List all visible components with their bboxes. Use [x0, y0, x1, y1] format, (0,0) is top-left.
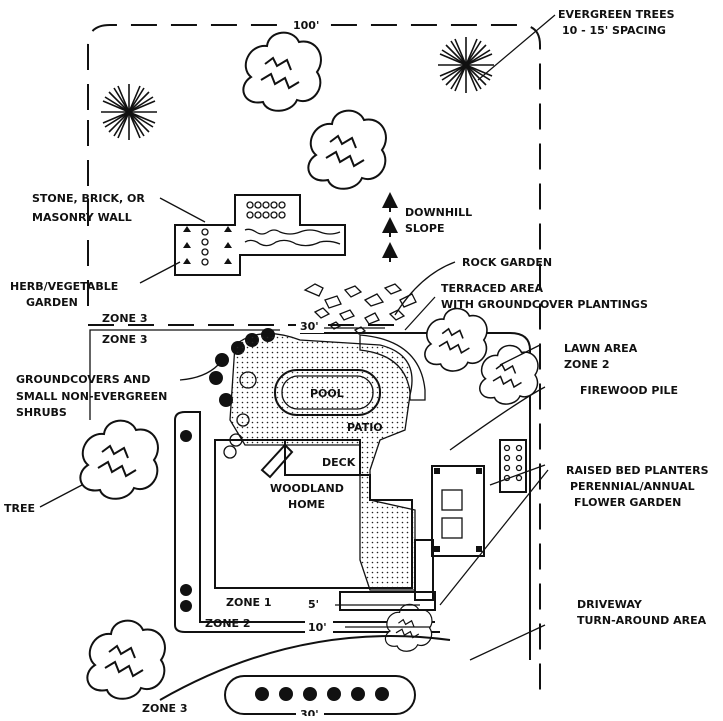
terraced-label-1: TERRACED AREA: [441, 282, 544, 295]
dim-30-bottom-label: 30': [300, 708, 319, 716]
deck: [284, 439, 361, 476]
downhill-label-2: SLOPE: [405, 222, 444, 235]
herb-label-1: HERB/VEGETABLE: [10, 280, 118, 293]
raised-bed-planters: [339, 465, 485, 611]
wall-label-2: MASONRY WALL: [32, 211, 132, 224]
herb-label-2: GARDEN: [26, 296, 78, 309]
evergreen-label-2: 10 - 15' SPACING: [562, 24, 666, 37]
home-label-1: WOODLAND: [270, 482, 344, 495]
groundcover-label-2: SMALL NON-EVERGREEN: [16, 390, 167, 403]
deck-label: DECK: [322, 456, 356, 469]
groundcover-label-3: SHRUBS: [16, 406, 67, 419]
tree-left: [79, 419, 159, 500]
groundcover-label-1: GROUNDCOVERS AND: [16, 373, 150, 386]
tree-bottom-left: [86, 619, 166, 700]
rock-garden-label: ROCK GARDEN: [462, 256, 552, 269]
raised-bed-label-3: FLOWER GARDEN: [574, 496, 681, 509]
raised-bed-label-1: RAISED BED PLANTERS: [566, 464, 709, 477]
dim-10-label: 10': [308, 621, 327, 634]
firewood-label: FIREWOOD PILE: [580, 384, 678, 397]
herb-vegetable-garden: [174, 194, 346, 276]
lawn-label-2: ZONE 2: [564, 358, 610, 371]
tree-bottom-right: [384, 603, 433, 652]
tree-mid: [307, 109, 387, 190]
zone1-boundary: [174, 411, 435, 623]
patio-label: PATIO: [347, 421, 383, 434]
evergreen-label-1: EVERGREEN TREES: [558, 8, 675, 21]
downhill-label-1: DOWNHILL: [405, 206, 472, 219]
wall-label-1: STONE, BRICK, OR: [32, 192, 145, 205]
raised-bed-label-2: PERENNIAL/ANNUAL: [570, 480, 695, 493]
lawn-label-1: LAWN AREA: [564, 342, 638, 355]
tree-top: [242, 31, 322, 112]
terraced-label-2: WITH GROUNDCOVER PLANTINGS: [441, 298, 648, 311]
zone1-label: ZONE 1: [226, 596, 272, 609]
dim-top-label: 100': [293, 19, 319, 32]
zone3-outer-label: ZONE 3: [102, 312, 148, 325]
pool: [274, 369, 381, 416]
dim-30-top-label: 30': [300, 320, 319, 333]
tree-label: TREE: [4, 502, 35, 515]
driveway: [159, 635, 451, 701]
tree-right-1: [424, 307, 488, 372]
zone3-bottom-label: ZONE 3: [142, 702, 188, 715]
leader-lines: [39, 14, 556, 661]
firewood-pile: [499, 439, 527, 493]
driveway-label-1: DRIVEWAY: [577, 598, 643, 611]
pool-label: POOL: [310, 387, 344, 400]
zone2-label: ZONE 2: [205, 617, 251, 630]
zone3-inner-label: ZONE 3: [102, 333, 148, 346]
evergreen-tree-right: [437, 36, 495, 94]
evergreen-tree-left: [100, 83, 158, 141]
tree-right-2: [479, 344, 539, 405]
dim-5-label: 5': [308, 598, 319, 611]
driveway-label-2: TURN-AROUND AREA: [577, 614, 707, 627]
home-label-2: HOME: [288, 498, 325, 511]
